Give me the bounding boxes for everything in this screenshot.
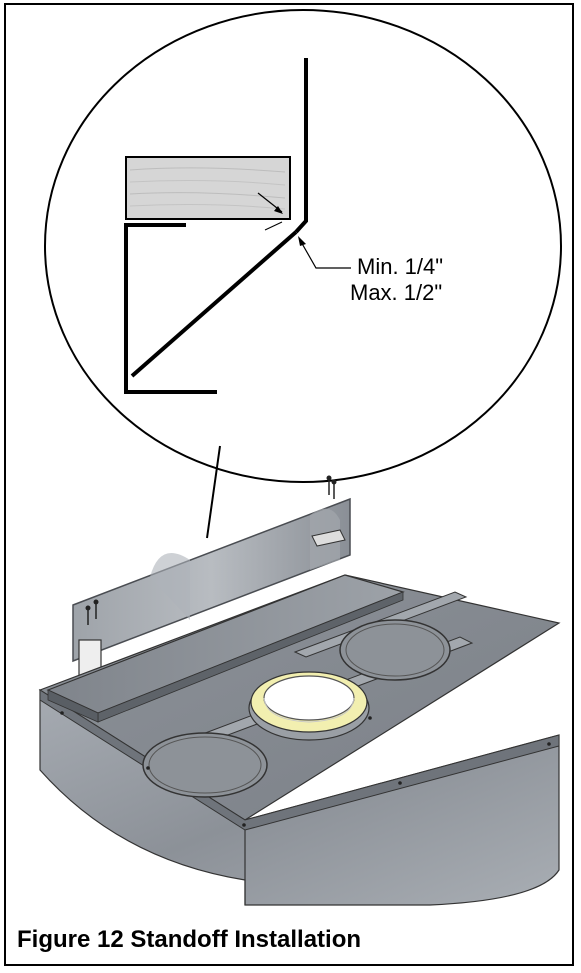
standoff-tab-right [311,529,346,547]
flue-ring [248,671,370,741]
figure-caption: Figure 12 Standoff Installation [17,926,362,953]
dimension-min-label: Min. 1/4" [357,254,444,279]
standoff-profile [124,223,217,394]
rivets [60,711,551,827]
chimney-front-face [39,688,560,906]
dimension-arrowhead [298,236,306,246]
standoff-diagonal [130,230,298,378]
detail-callout [44,9,562,539]
screw-icon [85,475,337,625]
callout-leader-line [206,445,221,539]
dimension-max-label: Max. 1/2" [350,280,443,305]
dimension-leader [299,239,351,269]
left-cap-circle [142,732,268,798]
wood-framing [125,156,291,220]
chimney-wall-line [294,58,308,234]
chimney-top-assembly [38,574,561,906]
right-cap-circle [339,619,451,681]
gap-arrowhead [274,206,283,214]
